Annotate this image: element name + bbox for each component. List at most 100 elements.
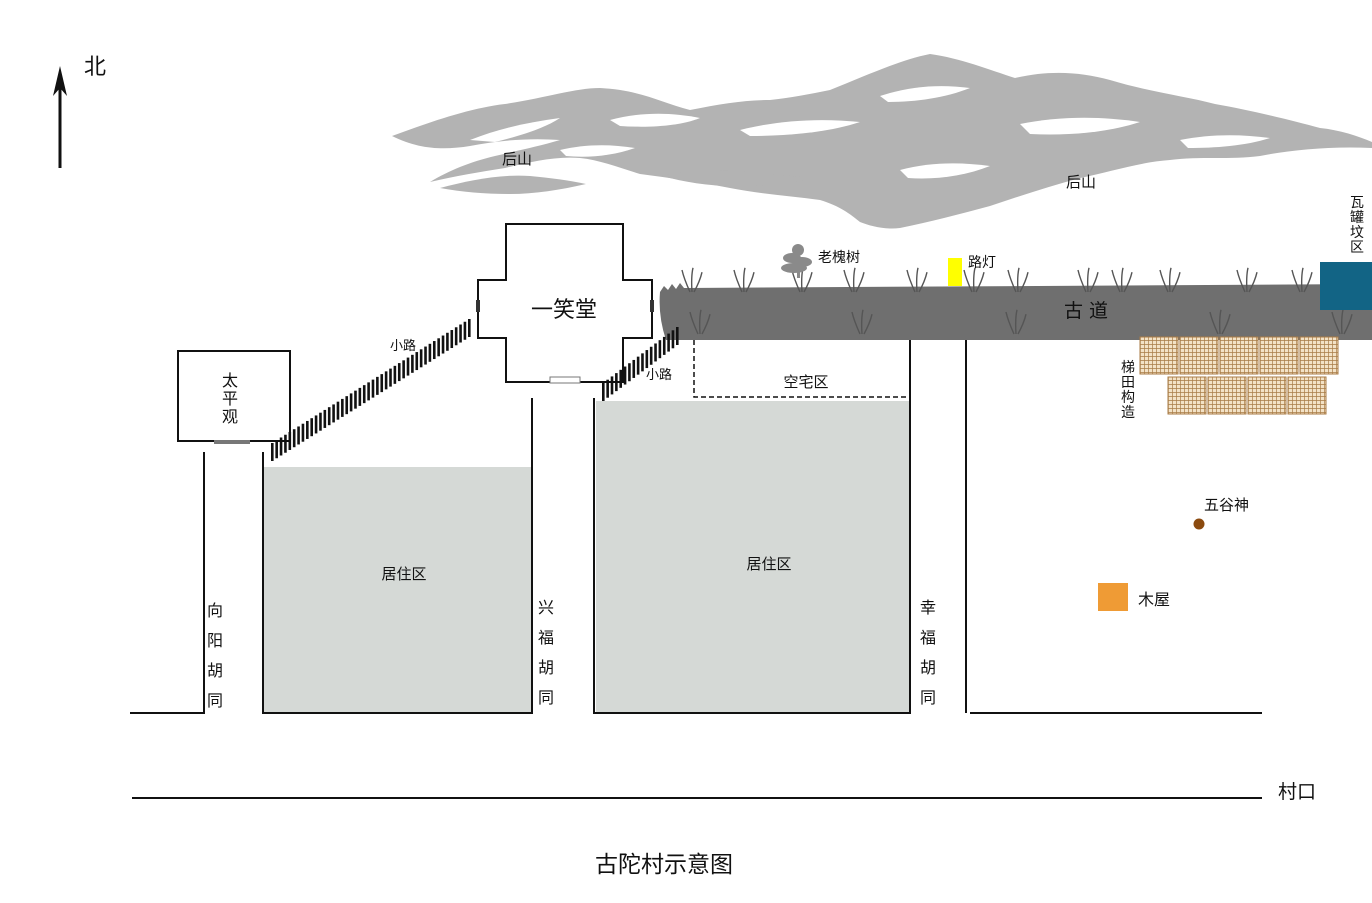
path-step <box>610 376 614 395</box>
terrace-plot <box>1259 336 1299 375</box>
path-step <box>354 390 357 409</box>
path-step <box>658 340 662 359</box>
five-grain-god-icon <box>1193 518 1205 530</box>
path-step <box>649 346 653 365</box>
path-step <box>406 357 410 376</box>
path-step <box>358 387 362 406</box>
path-step <box>415 352 419 371</box>
street-lamp-label: 路灯 <box>968 255 996 271</box>
road-label-gudao: 古 道 <box>1064 300 1108 322</box>
jar-grave-area <box>1320 262 1372 310</box>
residential-area-left <box>263 467 532 712</box>
village-entrance-label: 村口 <box>1278 781 1316 803</box>
yixiaotang-label: 一笑堂 <box>531 298 597 323</box>
yixiaotang-hall <box>476 223 654 384</box>
path-step <box>393 365 397 384</box>
grass-tuft <box>1236 267 1258 293</box>
mountain-label-right: 后山 <box>1066 173 1096 191</box>
ancient-road <box>659 283 1372 340</box>
path-step <box>319 412 322 431</box>
xiangyang-alley-label: 向阳胡同 <box>207 601 223 710</box>
terrace-plot <box>1167 376 1207 415</box>
path-step <box>662 336 666 355</box>
old-locust-tree-icon <box>781 244 812 278</box>
path-step <box>632 359 636 378</box>
path-step <box>606 379 609 398</box>
empty-house-label: 空宅区 <box>783 373 828 391</box>
path-step <box>432 341 436 360</box>
path-step <box>297 426 300 445</box>
path-step <box>676 327 679 345</box>
alley-boundaries <box>130 340 1262 799</box>
terrace-plot <box>1207 376 1247 415</box>
path-step <box>454 327 458 346</box>
path-step <box>301 423 305 442</box>
path-step <box>636 356 640 375</box>
path-step <box>641 353 644 372</box>
path-step <box>306 420 309 439</box>
empty-house-area <box>693 340 910 398</box>
path-step <box>667 333 670 352</box>
small-path-left-label: 小路 <box>390 338 416 354</box>
path-step <box>341 398 344 417</box>
taipingguan-label: 太平观 <box>222 371 238 426</box>
small-path-right <box>602 327 679 401</box>
small-path-left <box>271 319 471 461</box>
path-step <box>288 431 292 450</box>
grass-tuft <box>681 267 703 293</box>
path-step <box>459 324 462 343</box>
street-lamp-icon <box>948 258 962 286</box>
terrace-label: 梯田构造 <box>1121 360 1135 421</box>
path-step <box>284 434 287 453</box>
jar-grave-label: 瓦罐坟区 <box>1350 195 1364 256</box>
path-step <box>450 330 454 349</box>
grass-tuft <box>1159 267 1181 293</box>
path-step <box>349 393 353 412</box>
grass-tuft <box>1111 267 1133 293</box>
grass-tuft <box>733 267 755 293</box>
path-step <box>671 330 675 349</box>
path-step <box>602 383 605 401</box>
grass-tuft <box>1291 267 1313 293</box>
path-step <box>275 440 278 459</box>
path-step <box>327 407 331 426</box>
path-step <box>380 374 384 393</box>
path-step <box>463 321 467 340</box>
path-step <box>619 369 623 388</box>
path-step <box>446 332 449 351</box>
path-step <box>468 319 471 337</box>
terrace-plot <box>1247 376 1287 415</box>
path-step <box>402 360 405 379</box>
path-step <box>376 376 379 395</box>
path-step <box>654 343 657 362</box>
road-grass-decoration <box>681 267 1353 335</box>
grass-tuft <box>963 267 985 293</box>
grass-tuft <box>1331 309 1353 335</box>
terrace-plot <box>1299 336 1339 375</box>
old-locust-tree-label: 老槐树 <box>818 250 860 266</box>
taipingguan-temple <box>177 350 291 444</box>
path-step <box>645 350 649 369</box>
path-step <box>628 363 631 382</box>
path-step <box>397 363 401 382</box>
terrace-plot <box>1287 376 1327 415</box>
terrace-plot <box>1219 336 1259 375</box>
grass-tuft <box>689 309 711 335</box>
path-step <box>362 385 366 404</box>
mountain-highlights <box>470 86 1270 179</box>
map-caption: 古陀村示意图 <box>595 852 733 878</box>
grass-tuft <box>851 309 873 335</box>
grass-tuft <box>1209 309 1231 335</box>
residential-area-right <box>596 401 909 712</box>
north-arrow-icon <box>53 66 67 168</box>
grass-tuft <box>906 267 928 293</box>
path-step <box>623 366 627 385</box>
path-step <box>292 429 296 448</box>
path-step <box>615 373 618 392</box>
wooden-cabin-label: 木屋 <box>1138 590 1170 609</box>
residential-label-left: 居住区 <box>381 565 426 583</box>
small-path-right-label: 小路 <box>646 367 672 383</box>
xingfu-alley-label-2: 幸福胡同 <box>920 598 936 707</box>
path-step <box>271 443 274 461</box>
